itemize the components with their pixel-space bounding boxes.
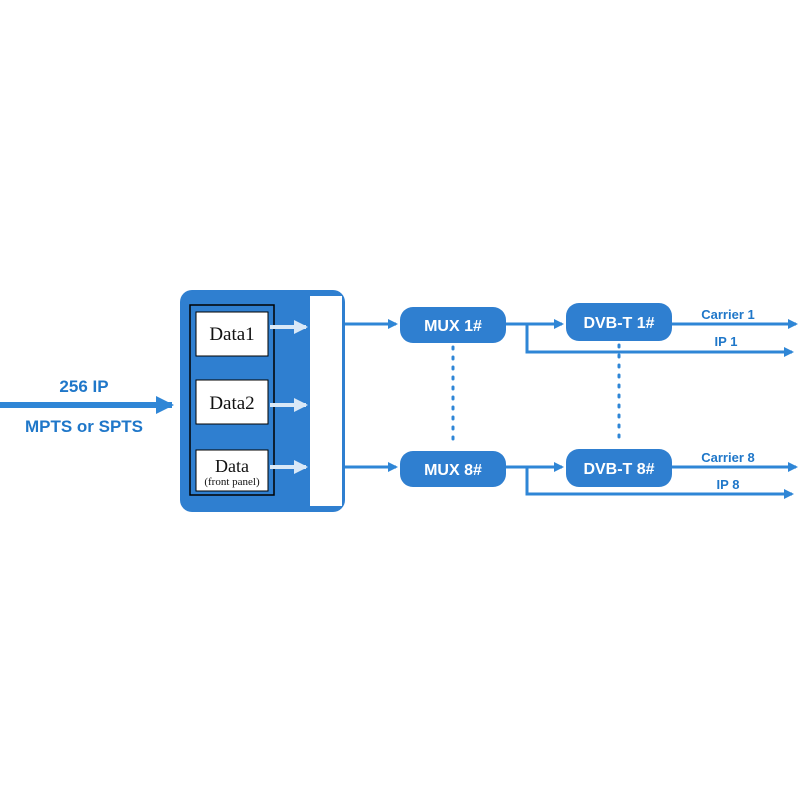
carrier1-label: Carrier 1	[701, 307, 754, 322]
data1-label: Data1	[209, 324, 254, 345]
dvbt1-label: DVB-T 1#	[583, 315, 654, 332]
input-label-ip: 256 IP	[59, 377, 108, 396]
dvbt1-node	[566, 303, 672, 341]
ip1-label: IP 1	[715, 334, 738, 349]
input-label-type: MPTS or SPTS	[25, 417, 143, 436]
data-sources-frame	[189, 304, 275, 496]
data1-box	[195, 311, 269, 357]
dvbt8-label: DVB-T 8#	[583, 461, 654, 478]
data-front-panel-label: Data	[215, 456, 249, 476]
data2-box	[195, 379, 269, 425]
data2-label: Data2	[209, 393, 254, 414]
mux8-label: MUX 8#	[424, 462, 482, 479]
data-front-panel-sublabel: (front panel)	[204, 476, 260, 488]
data-front-panel-box	[195, 449, 269, 492]
ip1-branch	[525, 324, 794, 357]
mux1-label: MUX 1#	[424, 318, 482, 335]
carrier8-label: Carrier 8	[701, 450, 754, 465]
mux1-node	[400, 307, 506, 343]
ip8-label: IP 8	[717, 477, 740, 492]
mux8-node	[400, 451, 506, 487]
ip8-branch	[525, 467, 794, 499]
switch-bar	[310, 296, 342, 506]
dvbt8-node	[566, 449, 672, 487]
